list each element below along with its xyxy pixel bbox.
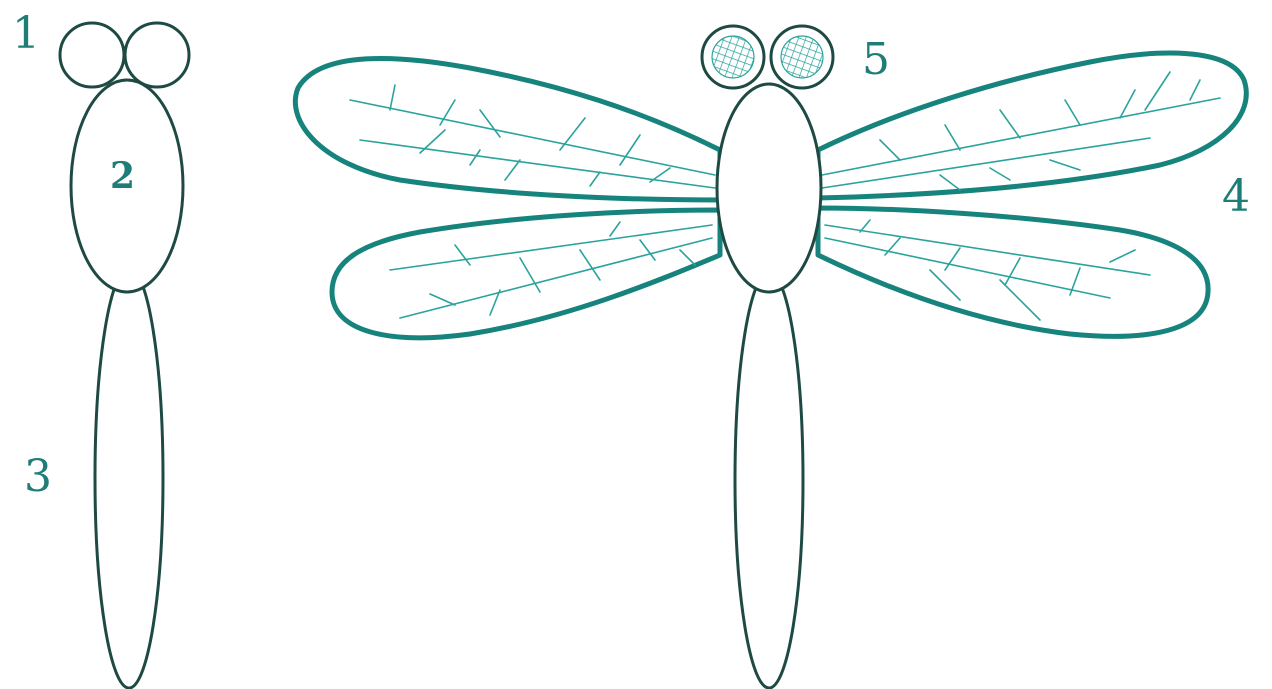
wing-lower-right-outline: [818, 208, 1208, 336]
eye-right-facets: [781, 36, 823, 78]
step-sketch: [60, 23, 189, 688]
wing-lower-left-outline: [332, 210, 720, 338]
wing-lower-left: [332, 210, 720, 338]
wing-upper-right: [818, 53, 1246, 198]
sketch-thorax: [71, 80, 183, 292]
finished-dragonfly: [295, 26, 1246, 688]
wing-upper-right-outline: [818, 53, 1246, 198]
wing-lower-right: [818, 208, 1208, 336]
sketch-abdomen: [95, 268, 163, 688]
sketch-head-right-circle: [125, 23, 189, 87]
wing-upper-left: [295, 58, 720, 200]
eye-left-facets: [712, 36, 754, 78]
wing-upper-left-outline: [295, 58, 720, 200]
dragonfly-eyes: [702, 26, 833, 88]
dragonfly-abdomen: [735, 272, 803, 688]
sketch-head-left-circle: [60, 23, 124, 87]
dragonfly-thorax: [717, 84, 821, 292]
